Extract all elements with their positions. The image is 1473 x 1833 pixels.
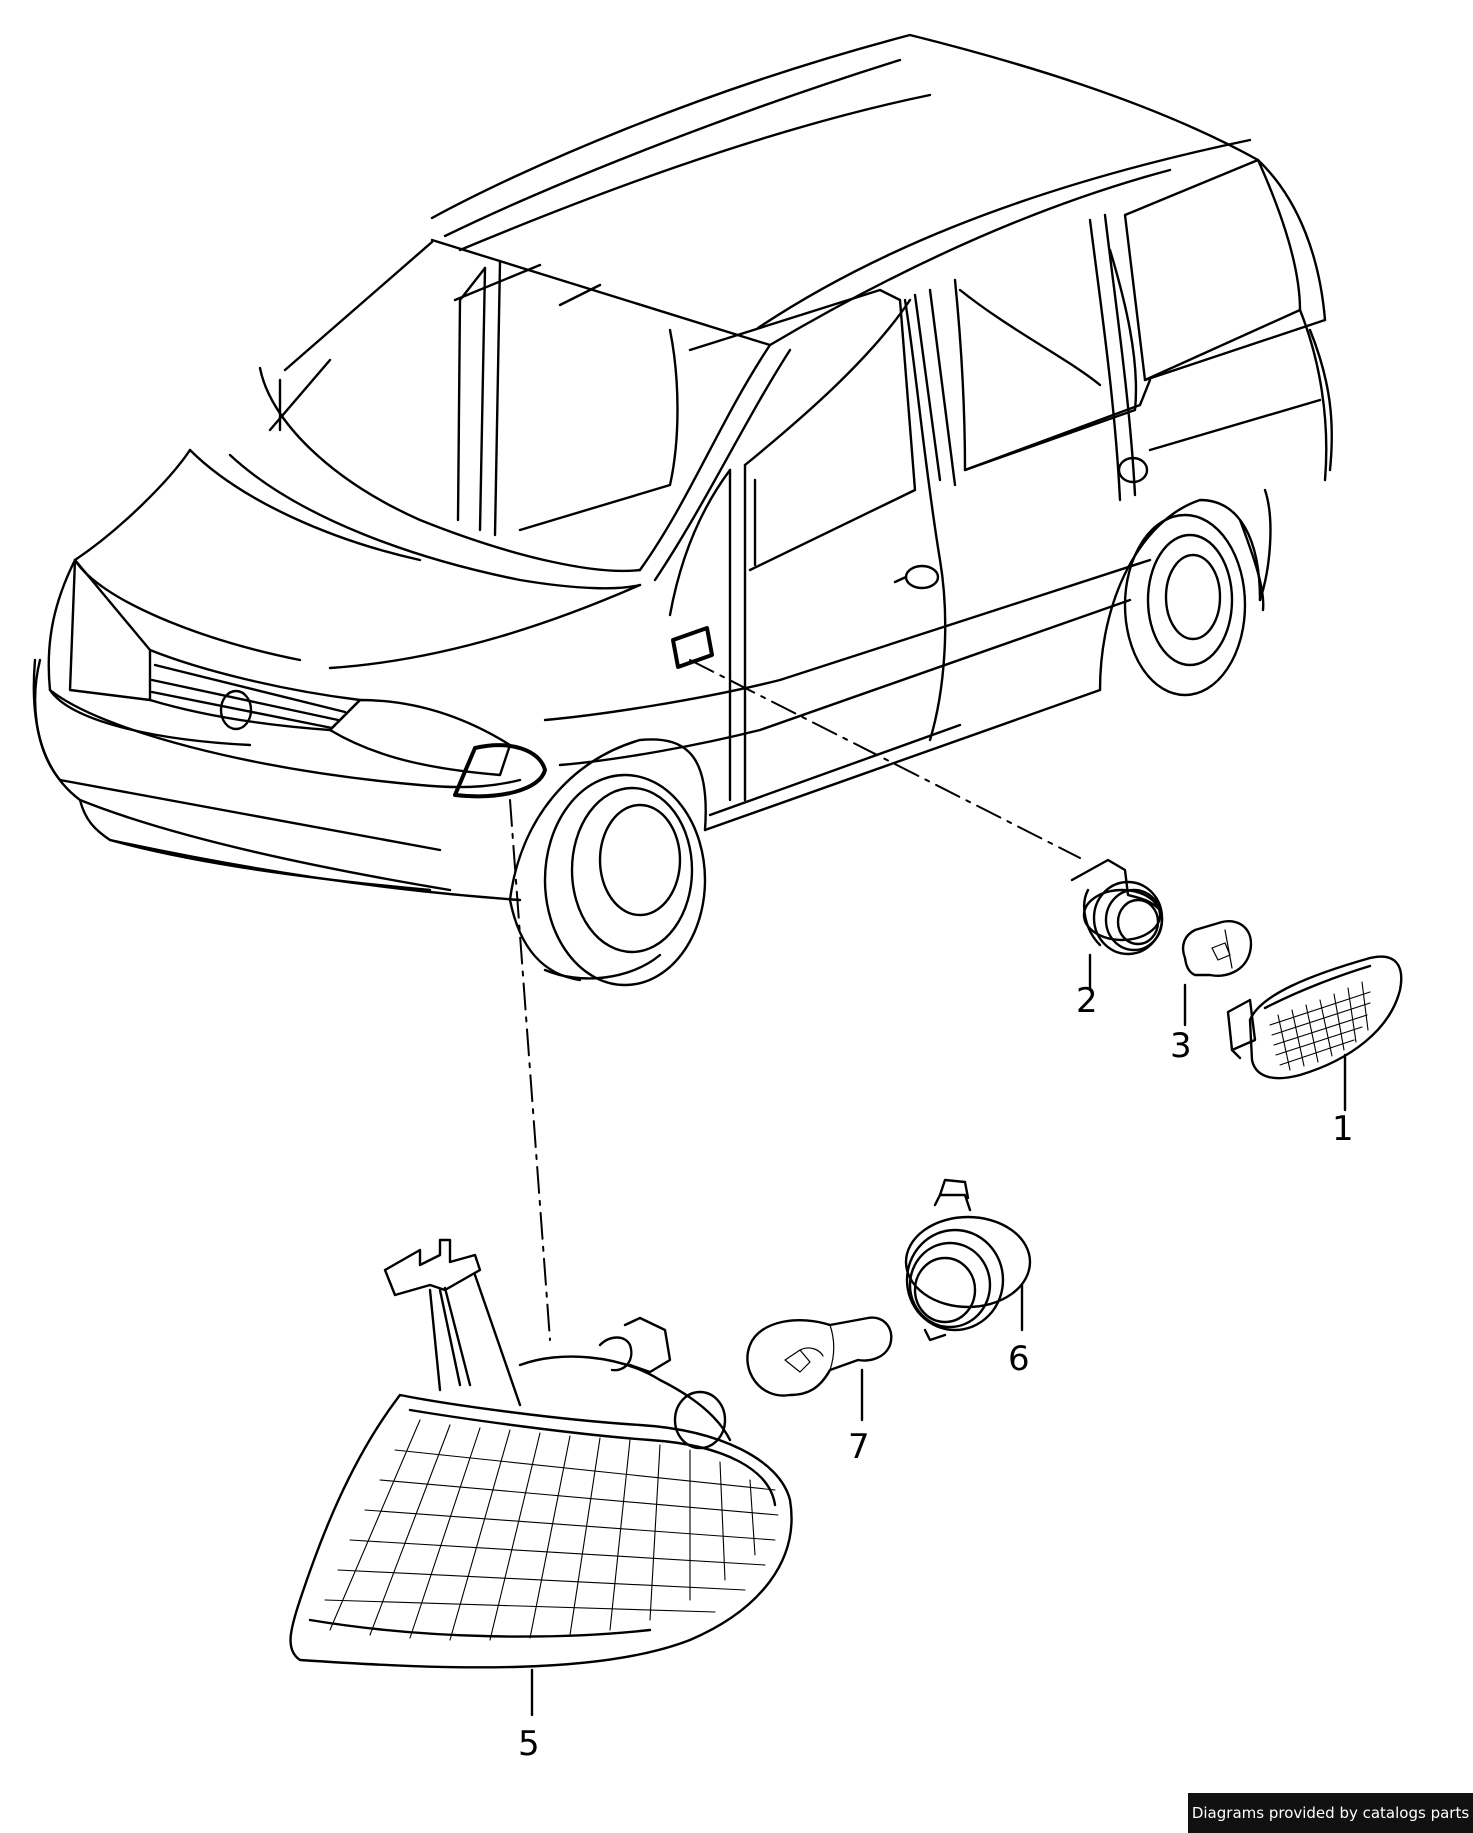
part-6-socket: [904, 1178, 1032, 1342]
part-7-bulb: [746, 1316, 893, 1422]
callout-7: 7: [848, 1427, 870, 1467]
part-2-socket: [1070, 858, 1164, 992]
part-3-bulb: [1181, 920, 1253, 1027]
part-5-front-turn-signal: [289, 1238, 793, 1717]
leader-lines: [509, 659, 1081, 1341]
callout-2: 2: [1076, 981, 1098, 1021]
callout-6: 6: [1008, 1339, 1030, 1379]
callout-labels: 2 3 1 6 7 5: [518, 981, 1354, 1764]
van-illustration: [32, 33, 1334, 987]
callout-5: 5: [518, 1724, 540, 1764]
callout-3: 3: [1170, 1026, 1192, 1066]
credit-badge: Diagrams provided by catalogs parts: [1188, 1793, 1473, 1833]
callout-1: 1: [1332, 1109, 1354, 1149]
part-1-side-marker: [1226, 955, 1403, 1112]
